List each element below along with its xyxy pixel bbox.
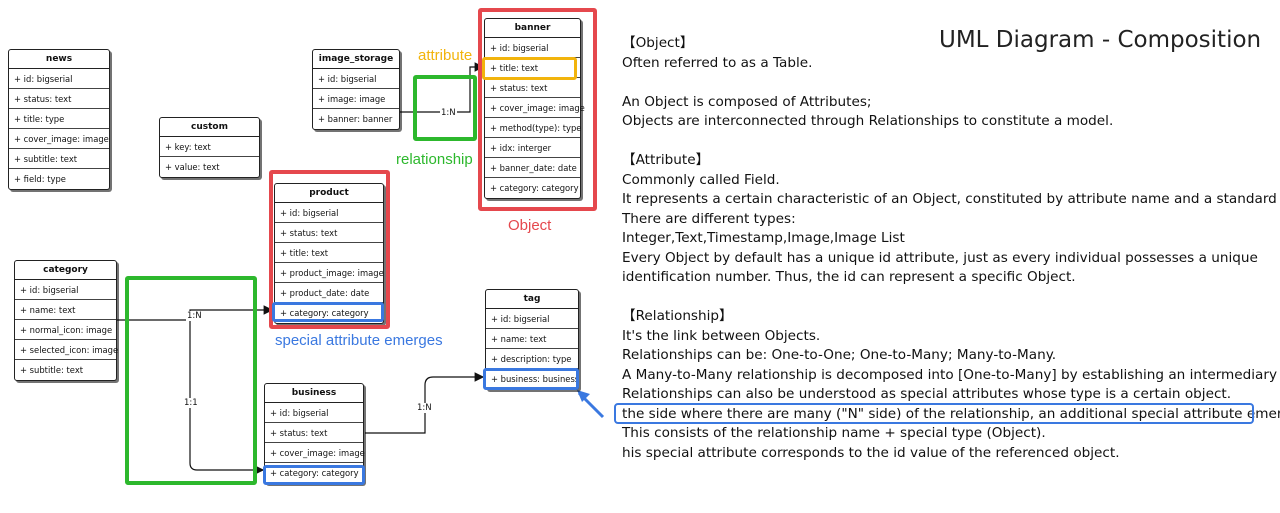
table-image-storage: image_storage + id: bigserial + image: i… [312,49,400,130]
highlighted-sentence-box [614,403,1254,424]
connector-business-tag [365,372,485,434]
business-special-attribute-box [263,465,365,485]
relation-label-image-banner: 1:N [440,108,457,118]
attribute-row: + key: text [160,137,259,157]
attribute-label: attribute [418,47,473,64]
attribute-row: + status: text [9,89,109,109]
relation-label-category-business: 1:1 [183,398,199,408]
product-object-highlight-box [269,170,390,329]
attribute-row: + cover_image: image [485,98,585,118]
relationship-label: relationship [396,151,473,168]
table-custom: custom + key: text + value: text [159,117,260,178]
attribute-row: + category: category [490,183,579,193]
text-line [622,73,1272,93]
attribute-row: + id: bigserial [9,69,109,89]
attribute-row: + status: text [485,78,580,98]
table-title: business [265,384,363,403]
table-title: product [275,184,383,203]
text-line: It represents a certain characteristic o… [622,191,1280,207]
attribute-row: + name: text [15,300,116,320]
text-line: It's the link between Objects. [622,327,821,344]
text-line: A Many-to-Many relationship is decompose… [622,366,1280,383]
attribute-row: + id: bigserial [15,280,116,300]
attribute-row: + name: text [486,329,578,349]
text-line: the side where there are many ("N" side)… [622,405,1280,422]
attribute-row: + category: category [280,308,369,318]
attribute-row: + status: text [275,223,383,243]
attribute-row: + id: bigserial [313,69,399,89]
table-title: custom [160,118,259,137]
special-attribute-label: special attribute emerges [275,332,443,349]
attribute-row: + cover_image: image [265,443,365,463]
attribute-row: + description: type [486,349,578,369]
product-special-attribute-box [272,302,384,322]
attribute-row: + normal_icon: image [15,320,116,340]
text-line: This consists of the relationship name +… [622,425,1046,441]
connector-image-storage-banner [396,62,485,113]
table-news: news + id: bigserial + status: text + ti… [8,49,110,190]
table-category: category + id: bigserial + name: text + … [14,260,118,381]
text-line: 【Object】 [622,35,694,51]
attribute-highlight-box [482,57,577,80]
attribute-row: + idx: interger [485,138,580,158]
attribute-row: + value: text [165,162,220,172]
table-title: news [9,50,109,69]
text-line: Objects are interconnected through Relat… [622,113,1114,129]
attribute-row: + title: text [275,243,383,263]
text-line: An Object is composed of Attributes; [622,93,872,110]
text-line: There are different types: [622,210,796,227]
object-label: Object [508,217,552,234]
attribute-row: + field: type [14,174,66,184]
attribute-row: + category: category [270,468,359,478]
attribute-row: + image: image [313,89,399,109]
object-highlight-box [478,8,597,211]
attribute-row: + title: type [9,109,109,129]
attribute-row: + id: bigserial [275,203,383,223]
text-line: his special attribute corresponds to the… [622,444,1120,461]
tag-special-attribute-box [483,368,579,390]
attribute-row: + status: text [265,423,363,443]
category-relationship-box [125,276,257,485]
table-title: image_storage [313,50,399,69]
text-line: Commonly called Field. [622,171,780,188]
attribute-row: + selected_icon: image [15,340,118,360]
text-line: identification number. Thus, the id can … [622,269,1076,285]
text-line: Relationships can also be understood as … [622,386,1232,402]
text-line: Integer,Text,Timestamp,Image,Image List [622,230,905,246]
text-line [622,132,1272,152]
attribute-row: + method(type): type [485,118,581,138]
callout-arrow-head [577,390,590,402]
connector-category-business [189,320,265,475]
text-line: Often referred to as a Table. [622,54,813,71]
attribute-row: + id: bigserial [265,403,363,423]
text-line: Relationships can be: One-to-One; One-to… [622,347,1057,363]
attribute-row: + subtitle: text [9,149,109,169]
table-product: product + id: bigserial + status: text +… [274,183,384,324]
text-line: 【Relationship】 [622,308,733,324]
description-text: 【Object】 Often referred to as a Table. A… [622,34,1280,463]
text-line [622,288,1272,308]
text-line: Every Object by default has a unique id … [622,249,1258,266]
table-title: banner [485,19,580,38]
relation-label-business-tag: 1:N [416,403,433,413]
attribute-row: + cover_image: image [9,129,109,149]
page-title: UML Diagram - Composition [939,27,1262,53]
attribute-row: + business: business [491,374,580,384]
table-title: tag [486,290,578,309]
relation-label-category-product: 1:N [186,311,203,321]
text-line: 【Attribute】 [622,152,710,168]
attribute-row: + id: bigserial [486,309,578,329]
attribute-row: + banner_date: date [485,158,580,178]
table-title: category [15,261,116,280]
relationship-highlight-box [413,75,477,141]
attribute-row: + product_image: image [275,263,384,283]
attribute-row: + subtitle: text [20,365,84,375]
attribute-row: + banner: banner [318,114,393,124]
